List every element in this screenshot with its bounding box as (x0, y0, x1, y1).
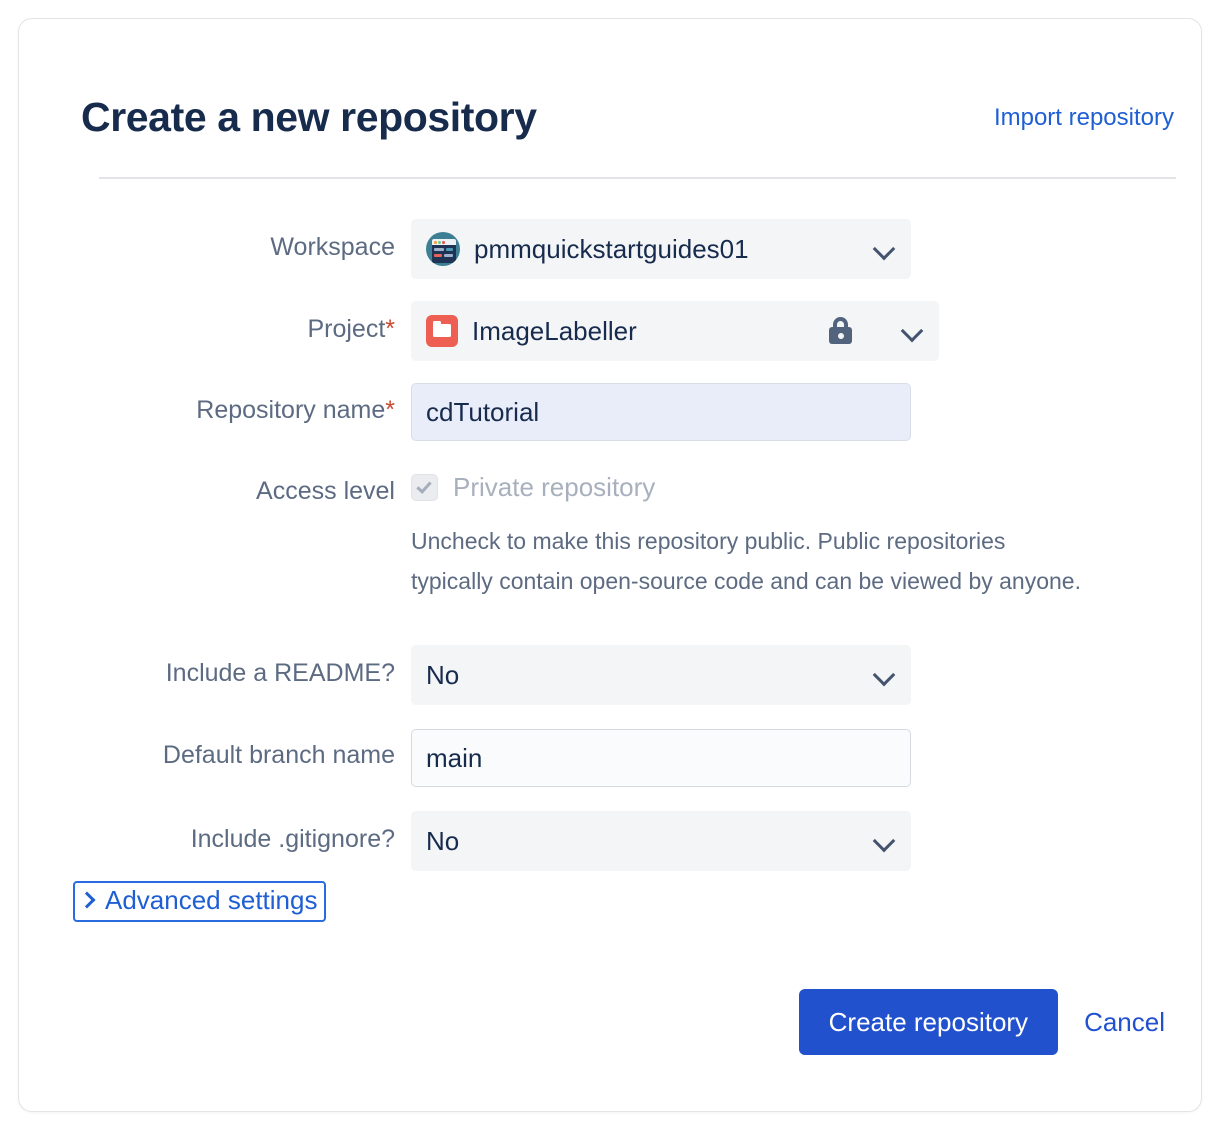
repository-name-field (411, 383, 1201, 441)
include-readme-row: Include a README? No (19, 645, 1201, 706)
include-gitignore-row: Include .gitignore? No (19, 811, 1201, 872)
private-repository-label: Private repository (453, 471, 656, 502)
access-level-help-text: Uncheck to make this repository public. … (411, 528, 1081, 595)
private-repository-checkbox-row[interactable]: Private repository (411, 461, 1201, 507)
workspace-label-text: Workspace (270, 233, 395, 261)
include-readme-label-text: Include a README? (165, 659, 395, 688)
card-header: Create a new repository Import repositor… (81, 81, 1175, 155)
project-field: ImageLabeller (411, 301, 1201, 361)
include-gitignore-field: No (411, 811, 1201, 872)
folder-icon (426, 315, 458, 347)
default-branch-name-field (411, 729, 1201, 788)
workspace-select[interactable]: pmmquickstartguides01 (411, 219, 911, 279)
repository-form: Workspace pmmquickstartguides01 (19, 219, 1201, 922)
chevron-down-icon (872, 663, 896, 687)
lock-icon (828, 316, 854, 346)
private-repository-checkbox[interactable] (411, 473, 438, 501)
header-divider (99, 177, 1176, 179)
import-repository-link[interactable]: Import repository (993, 104, 1174, 131)
include-readme-label: Include a README? (19, 645, 411, 689)
workspace-avatar-icon (426, 232, 460, 266)
project-label-text: Project (307, 315, 386, 343)
default-branch-name-input[interactable] (411, 729, 911, 788)
advanced-settings-row: Advanced settings (19, 881, 1201, 922)
chevron-right-icon (79, 891, 95, 909)
repository-name-label: Repository name* (19, 383, 411, 426)
check-icon (416, 477, 432, 494)
default-branch-name-label: Default branch name (19, 729, 411, 776)
create-repository-button[interactable]: Create repository (798, 989, 1059, 1055)
include-gitignore-value: No (426, 825, 460, 856)
access-level-label: Access level (19, 461, 411, 507)
include-gitignore-label: Include .gitignore? (19, 811, 411, 855)
project-value: ImageLabeller (472, 315, 637, 346)
page-title: Create a new repository (81, 94, 537, 141)
access-level-field: Private repository Uncheck to make this … (411, 461, 1201, 601)
project-required-marker: * (385, 315, 395, 343)
form-actions: Create repository Cancel (798, 989, 1171, 1055)
create-repository-card: Create a new repository Import repositor… (18, 18, 1202, 1112)
workspace-label: Workspace (19, 219, 411, 263)
repository-name-row: Repository name* (19, 383, 1201, 441)
default-branch-name-row: Default branch name (19, 729, 1201, 788)
include-gitignore-label-text: Include .gitignore? (190, 825, 395, 854)
include-readme-value: No (426, 659, 460, 690)
include-readme-field: No (411, 645, 1201, 706)
chevron-down-icon (872, 237, 896, 261)
workspace-row: Workspace pmmquickstartguides01 (19, 219, 1201, 279)
workspace-value: pmmquickstartguides01 (474, 233, 749, 264)
advanced-settings-toggle[interactable]: Advanced settings (73, 881, 327, 922)
repository-name-input[interactable] (411, 383, 911, 441)
workspace-field: pmmquickstartguides01 (411, 219, 1201, 279)
repository-name-required-marker: * (385, 396, 395, 424)
chevron-down-icon (900, 319, 924, 343)
project-label: Project* (19, 301, 411, 345)
advanced-settings-field: Advanced settings (73, 881, 1201, 922)
project-row: Project* ImageLabeller (19, 301, 1201, 361)
access-level-label-text: Access level (256, 477, 395, 505)
project-select[interactable]: ImageLabeller (411, 301, 939, 361)
access-level-row: Access level Private repository Uncheck … (19, 461, 1201, 601)
include-readme-select[interactable]: No (411, 645, 911, 706)
repository-name-label-text: Repository name (196, 396, 386, 424)
default-branch-name-label-text: Default branch name (162, 741, 395, 770)
chevron-down-icon (872, 829, 896, 853)
cancel-button[interactable]: Cancel (1078, 1007, 1171, 1038)
advanced-settings-label: Advanced settings (105, 885, 318, 916)
include-gitignore-select[interactable]: No (411, 811, 911, 872)
